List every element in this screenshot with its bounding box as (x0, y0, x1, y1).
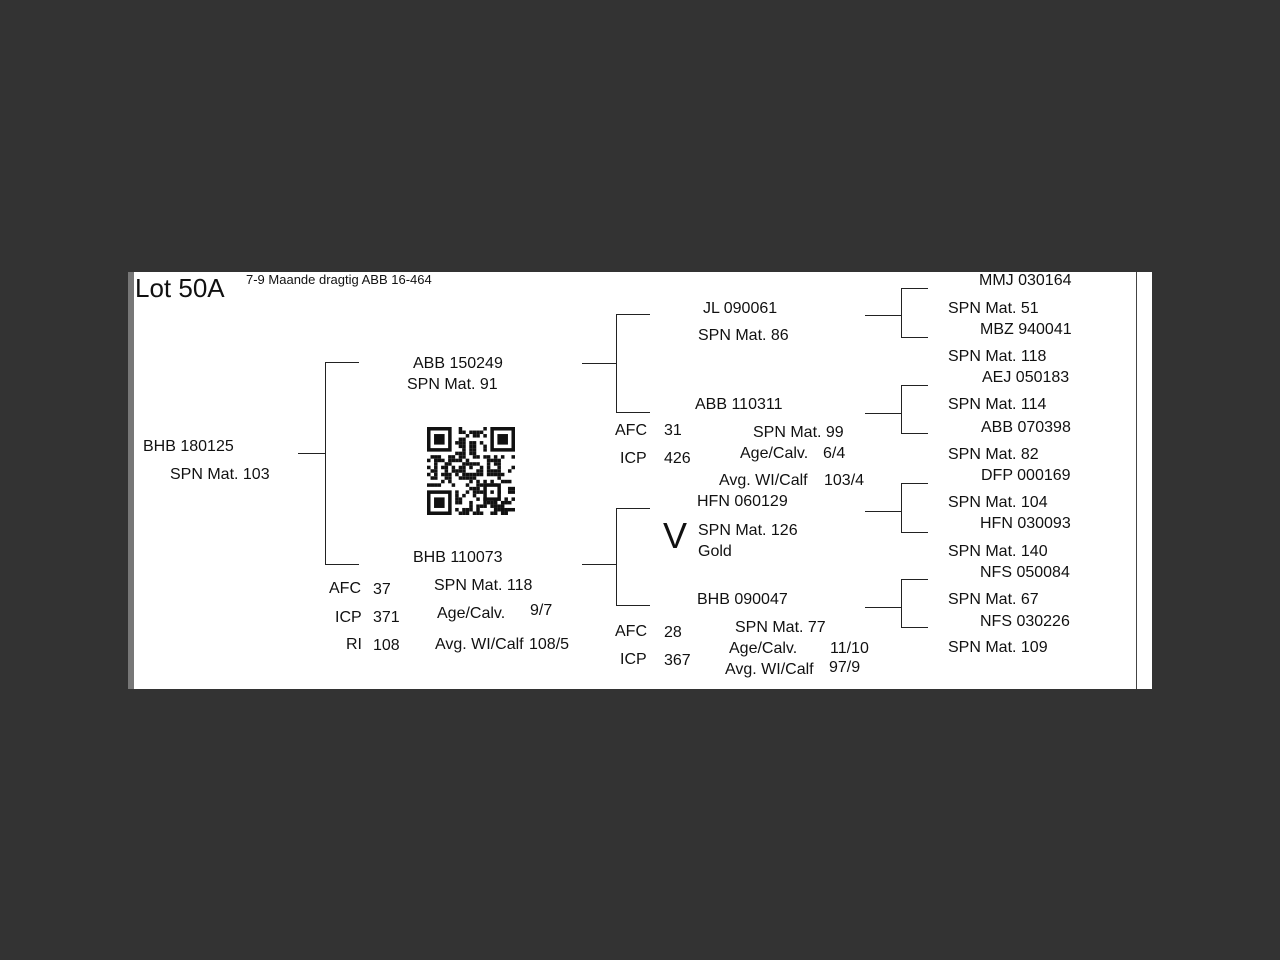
bracket-gg1-stub (865, 315, 901, 316)
gg-1-spn: SPN Mat. 51 (948, 300, 1039, 317)
dam-dam-wi-value: 97/9 (829, 659, 861, 676)
bracket-gg2-stub (865, 413, 901, 414)
animal-spn: SPN Mat. 103 (170, 466, 270, 483)
bracket-gg2-top (901, 385, 928, 386)
bracket-gg1-vertical (901, 288, 902, 338)
bracket-dam-top (616, 508, 650, 509)
sire-dam-afc-label: AFC (615, 422, 647, 439)
gg-6-id: HFN 030093 (980, 515, 1071, 532)
bracket-animal-stub (298, 453, 325, 454)
bracket-gg1-bottom (901, 337, 928, 338)
bracket-gg2-vertical (901, 385, 902, 434)
gg-8-spn: SPN Mat. 109 (948, 639, 1048, 656)
gg-7-id: NFS 050084 (980, 564, 1070, 581)
dam-ri-value: 108 (373, 637, 400, 654)
bracket-dam-bottom (616, 605, 650, 606)
lot-subtitle: 7-9 Maande dragtig ABB 16-464 (246, 272, 432, 287)
dam-dam-age-label: Age/Calv. (729, 640, 798, 657)
dam-sire-id: HFN 060129 (697, 493, 788, 510)
dam-afc-label: AFC (329, 580, 361, 597)
bracket-dam-stub (582, 564, 616, 565)
qr-code-icon (427, 427, 515, 515)
card-left-edge (128, 272, 134, 689)
dam-dam-id: BHB 090047 (697, 591, 788, 608)
dam-sire-spn: SPN Mat. 126 (698, 522, 798, 539)
bracket-sire-vertical (616, 314, 617, 413)
bracket-gg1-top (901, 288, 928, 289)
card-right-border (1136, 272, 1137, 689)
sire-id: ABB 150249 (413, 355, 503, 372)
gg-7-spn: SPN Mat. 67 (948, 591, 1039, 608)
sire-dam-age-value: 6/4 (823, 445, 846, 462)
dam-spn: SPN Mat. 118 (434, 577, 533, 594)
bracket-gg3-vertical (901, 483, 902, 533)
dam-age-value: 9/7 (530, 602, 553, 619)
dam-id: BHB 110073 (413, 549, 503, 566)
bracket-gg3-top (901, 483, 928, 484)
bracket-gg2-bottom (901, 433, 928, 434)
sire-dam-icp-value: 426 (664, 450, 691, 467)
bracket-gg4-vertical (901, 579, 902, 628)
bracket-gg4-bottom (901, 627, 928, 628)
dam-ri-label: RI (346, 636, 362, 653)
dam-dam-afc-value: 28 (664, 624, 682, 641)
bracket-sire-bottom (616, 412, 650, 413)
gg-2-id: MBZ 940041 (980, 321, 1072, 338)
gg-8-id: NFS 030226 (980, 613, 1070, 630)
gg-4-id: ABB 070398 (981, 419, 1071, 436)
dam-sire-grade: Gold (698, 543, 732, 560)
sire-dam-wi-value: 103/4 (824, 472, 865, 489)
dam-dam-afc-label: AFC (615, 623, 647, 640)
dam-dam-spn: SPN Mat. 77 (735, 619, 826, 636)
gg-4-spn: SPN Mat. 82 (948, 446, 1039, 463)
sire-dam-age-label: Age/Calv. (740, 445, 809, 462)
sire-sire-id: JL 090061 (703, 300, 778, 317)
dam-v-mark: V (663, 515, 688, 556)
dam-age-label: Age/Calv. (437, 605, 506, 622)
bracket-gg3-stub (865, 511, 901, 512)
sire-spn: SPN Mat. 91 (407, 376, 498, 393)
dam-afc-value: 37 (373, 581, 391, 598)
bracket-animal-bottom (325, 564, 359, 565)
bracket-sire-top (616, 314, 650, 315)
pedigree-card: Lot 50A 7-9 Maande dragtig ABB 16-464 BH… (128, 272, 1152, 689)
animal-id: BHB 180125 (143, 438, 234, 455)
dam-dam-icp-label: ICP (620, 651, 647, 668)
dam-dam-wi-label: Avg. WI/Calf (725, 661, 814, 678)
gg-5-spn: SPN Mat. 104 (948, 494, 1048, 511)
bracket-sire-stub (582, 363, 616, 364)
dam-dam-age-value: 11/10 (830, 640, 869, 657)
sire-dam-spn: SPN Mat. 99 (753, 424, 844, 441)
bracket-dam-vertical (616, 508, 617, 606)
gg-1-id: MMJ 030164 (979, 272, 1072, 289)
bracket-gg4-top (901, 579, 928, 580)
sire-dam-id: ABB 110311 (695, 396, 783, 413)
sire-dam-afc-value: 31 (664, 422, 682, 439)
dam-wi-label: Avg. WI/Calf (435, 636, 524, 653)
dam-icp-value: 371 (373, 609, 400, 626)
dam-dam-icp-value: 367 (664, 652, 691, 669)
gg-5-id: DFP 000169 (981, 467, 1071, 484)
sire-dam-icp-label: ICP (620, 450, 647, 467)
lot-title: Lot 50A (135, 273, 225, 303)
dam-wi-value: 108/5 (529, 636, 570, 653)
bracket-gg3-bottom (901, 532, 928, 533)
bracket-animal-vertical (325, 362, 326, 565)
gg-6-spn: SPN Mat. 140 (948, 543, 1048, 560)
bracket-animal-top (325, 362, 359, 363)
dam-icp-label: ICP (335, 609, 362, 626)
sire-dam-wi-label: Avg. WI/Calf (719, 472, 808, 489)
gg-3-spn: SPN Mat. 114 (948, 396, 1047, 413)
gg-2-spn: SPN Mat. 118 (948, 348, 1047, 365)
bracket-gg4-stub (865, 607, 901, 608)
gg-3-id: AEJ 050183 (982, 369, 1070, 386)
sire-sire-spn: SPN Mat. 86 (698, 327, 789, 344)
